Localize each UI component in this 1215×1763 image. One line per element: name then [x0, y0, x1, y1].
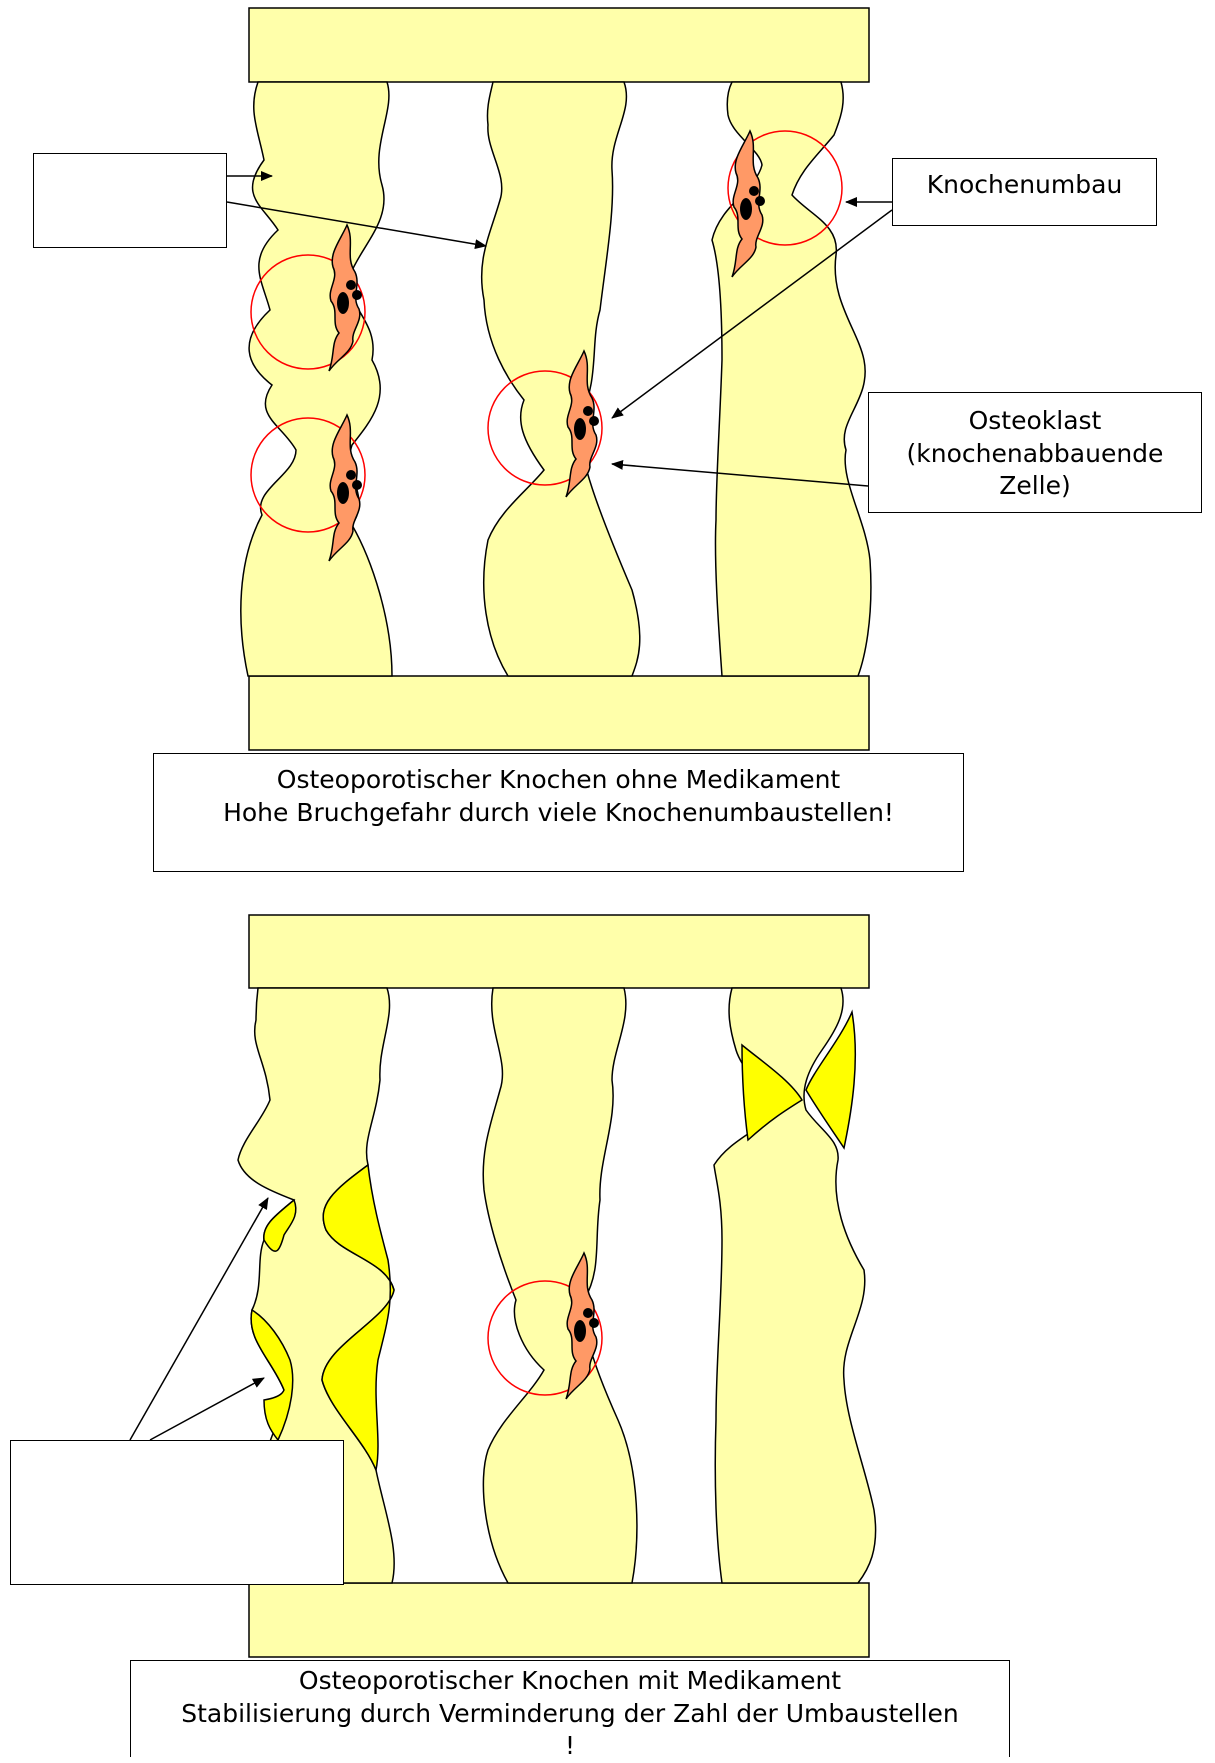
osteoklast-label-box: Osteoklast (knochenabbauende Zelle) — [868, 392, 1202, 513]
bottom-upper-plate — [249, 915, 869, 988]
top-lower-plate — [249, 676, 869, 750]
knochenumbau-label: Knochenumbau — [927, 169, 1123, 202]
bottom-lower-plate — [249, 1583, 869, 1657]
bottom-caption-line1: Osteoporotischer Knochen mit Medikament — [131, 1665, 1009, 1698]
top-caption-line2: Hohe Bruchgefahr durch viele Knochenumba… — [154, 797, 963, 830]
top-middle-trabecula — [482, 82, 640, 676]
blank-label-box — [33, 153, 227, 248]
bottom-caption-line2: Stabilisierung durch Verminderung der Za… — [131, 1698, 1009, 1731]
top-panel — [227, 8, 892, 750]
arrow — [150, 1378, 264, 1440]
top-caption-box: Osteoporotischer Knochen ohne Medikament… — [153, 753, 964, 872]
osteoklast-label-line3: Zelle) — [869, 470, 1201, 503]
top-caption-line1: Osteoporotischer Knochen ohne Medikament — [154, 764, 963, 797]
knochenumbau-label-box: Knochenumbau — [892, 158, 1157, 226]
osteoklast-label-line2: (knochenabbauende — [869, 438, 1201, 471]
blank-label-box-bottom — [10, 1440, 344, 1585]
top-upper-plate — [249, 8, 869, 82]
top-left-trabecula — [241, 82, 392, 676]
osteoklast-label-line1: Osteoklast — [869, 405, 1201, 438]
arrow — [130, 1198, 268, 1440]
bottom-caption-box: Osteoporotischer Knochen mit Medikament … — [130, 1660, 1010, 1757]
bottom-caption-line3: ! — [131, 1730, 1009, 1763]
bottom-middle-trabecula — [483, 988, 637, 1583]
